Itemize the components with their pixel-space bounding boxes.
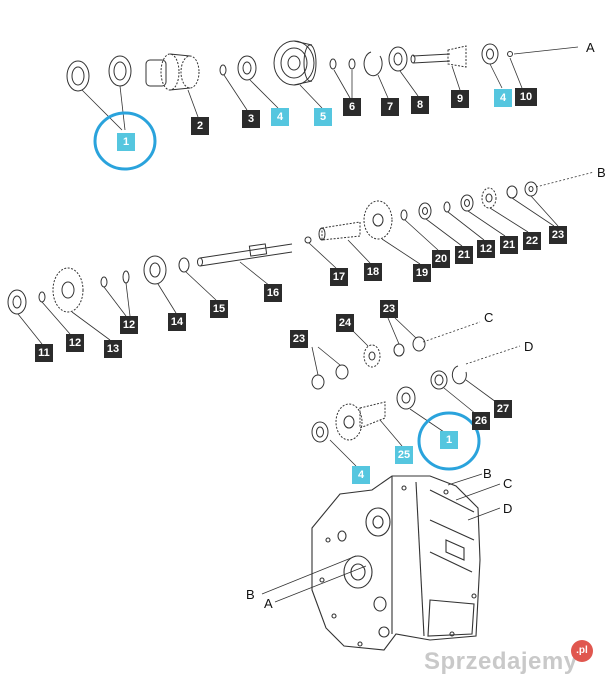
gear-13 bbox=[52, 267, 84, 313]
part-label: 6 bbox=[343, 98, 361, 116]
gear-24 bbox=[363, 344, 381, 368]
part-label: 8 bbox=[411, 96, 429, 114]
part-label: 26 bbox=[472, 412, 490, 430]
ref-letter: A bbox=[586, 40, 595, 55]
transmission-housing bbox=[311, 475, 481, 651]
pinion-shaft-9 bbox=[410, 45, 467, 68]
part-label: 1 bbox=[117, 133, 135, 151]
part-label: 23 bbox=[549, 226, 567, 244]
gear-shaft-25 bbox=[335, 401, 386, 441]
part-label: 14 bbox=[168, 313, 186, 331]
gear-22 bbox=[481, 187, 497, 209]
part-label: 18 bbox=[364, 263, 382, 281]
part-label: 21 bbox=[500, 236, 518, 254]
part-label: 4 bbox=[494, 89, 512, 107]
rings-23-upper bbox=[393, 336, 426, 357]
part-label: 19 bbox=[413, 264, 431, 282]
ring-3 bbox=[219, 64, 227, 76]
watermark-text: Sprzedajemy bbox=[424, 648, 578, 675]
part-label: 5 bbox=[314, 108, 332, 126]
part-label: 21 bbox=[455, 246, 473, 264]
circlip-7 bbox=[363, 51, 383, 77]
part-label: 4 bbox=[352, 466, 370, 484]
ring-10 bbox=[507, 51, 513, 57]
part-label: 10 bbox=[515, 88, 537, 106]
bearing-14 bbox=[143, 255, 167, 285]
rings-6 bbox=[329, 58, 356, 70]
part-label: 15 bbox=[210, 300, 228, 318]
bearing-4-lower bbox=[311, 421, 329, 443]
part-label: 2 bbox=[191, 117, 209, 135]
ring-15 bbox=[178, 257, 190, 273]
bearing-4-right bbox=[481, 43, 499, 65]
part-label: 27 bbox=[494, 400, 512, 418]
bearing-11 bbox=[7, 289, 27, 315]
part-label: 11 bbox=[35, 344, 53, 362]
ring-17 bbox=[304, 236, 312, 244]
ref-letter: D bbox=[503, 501, 513, 516]
watermark-badge: .pl bbox=[571, 640, 593, 662]
part-label: 22 bbox=[523, 232, 541, 250]
part-label: 12 bbox=[120, 316, 138, 334]
part-label: 1 bbox=[440, 431, 458, 449]
part-label: 13 bbox=[104, 340, 122, 358]
bearing-1-lower bbox=[396, 386, 416, 410]
part-label: 12 bbox=[66, 334, 84, 352]
bearing-4-top bbox=[237, 55, 257, 81]
part-label: 7 bbox=[381, 98, 399, 116]
bearing-21b bbox=[460, 194, 474, 212]
ref-letter: B bbox=[246, 587, 255, 602]
part-label: 25 bbox=[395, 446, 413, 464]
rings-23-right bbox=[506, 181, 538, 199]
bearing-top-left-a bbox=[66, 60, 90, 92]
ref-letter: D bbox=[524, 339, 534, 354]
ring-12-far-left bbox=[38, 291, 46, 303]
part-label: 12 bbox=[477, 240, 495, 258]
ref-letter: B bbox=[483, 466, 492, 481]
part-label: 4 bbox=[271, 108, 289, 126]
bearing-21a bbox=[418, 202, 432, 220]
part-label: 9 bbox=[451, 90, 469, 108]
circlip-27 bbox=[451, 365, 467, 385]
rings-12-left bbox=[100, 270, 130, 288]
part-label: 24 bbox=[336, 314, 354, 332]
shaft-16 bbox=[197, 243, 293, 267]
ref-letter: C bbox=[503, 476, 513, 491]
gear-19 bbox=[363, 200, 393, 240]
part-label: 3 bbox=[242, 110, 260, 128]
ring-12-mid bbox=[443, 201, 451, 213]
highlight-circle-top bbox=[93, 111, 157, 171]
part-label: 23 bbox=[290, 330, 308, 348]
part-label: 23 bbox=[380, 300, 398, 318]
part-label: 17 bbox=[330, 268, 348, 286]
highlight-circle-lower bbox=[417, 411, 481, 471]
ref-letter: C bbox=[484, 310, 494, 325]
ref-letter: B bbox=[597, 165, 606, 180]
ring-20 bbox=[400, 209, 408, 221]
bearing-top-left-b bbox=[108, 55, 132, 87]
bearing-8 bbox=[388, 46, 408, 72]
hub-5 bbox=[273, 40, 317, 86]
ring-26 bbox=[430, 370, 448, 390]
gear-shaft-2 bbox=[145, 53, 200, 91]
ref-letter: A bbox=[264, 596, 273, 611]
part-label: 16 bbox=[264, 284, 282, 302]
shaft-18 bbox=[318, 221, 361, 241]
part-label: 20 bbox=[432, 250, 450, 268]
rings-23-lower bbox=[311, 364, 349, 390]
